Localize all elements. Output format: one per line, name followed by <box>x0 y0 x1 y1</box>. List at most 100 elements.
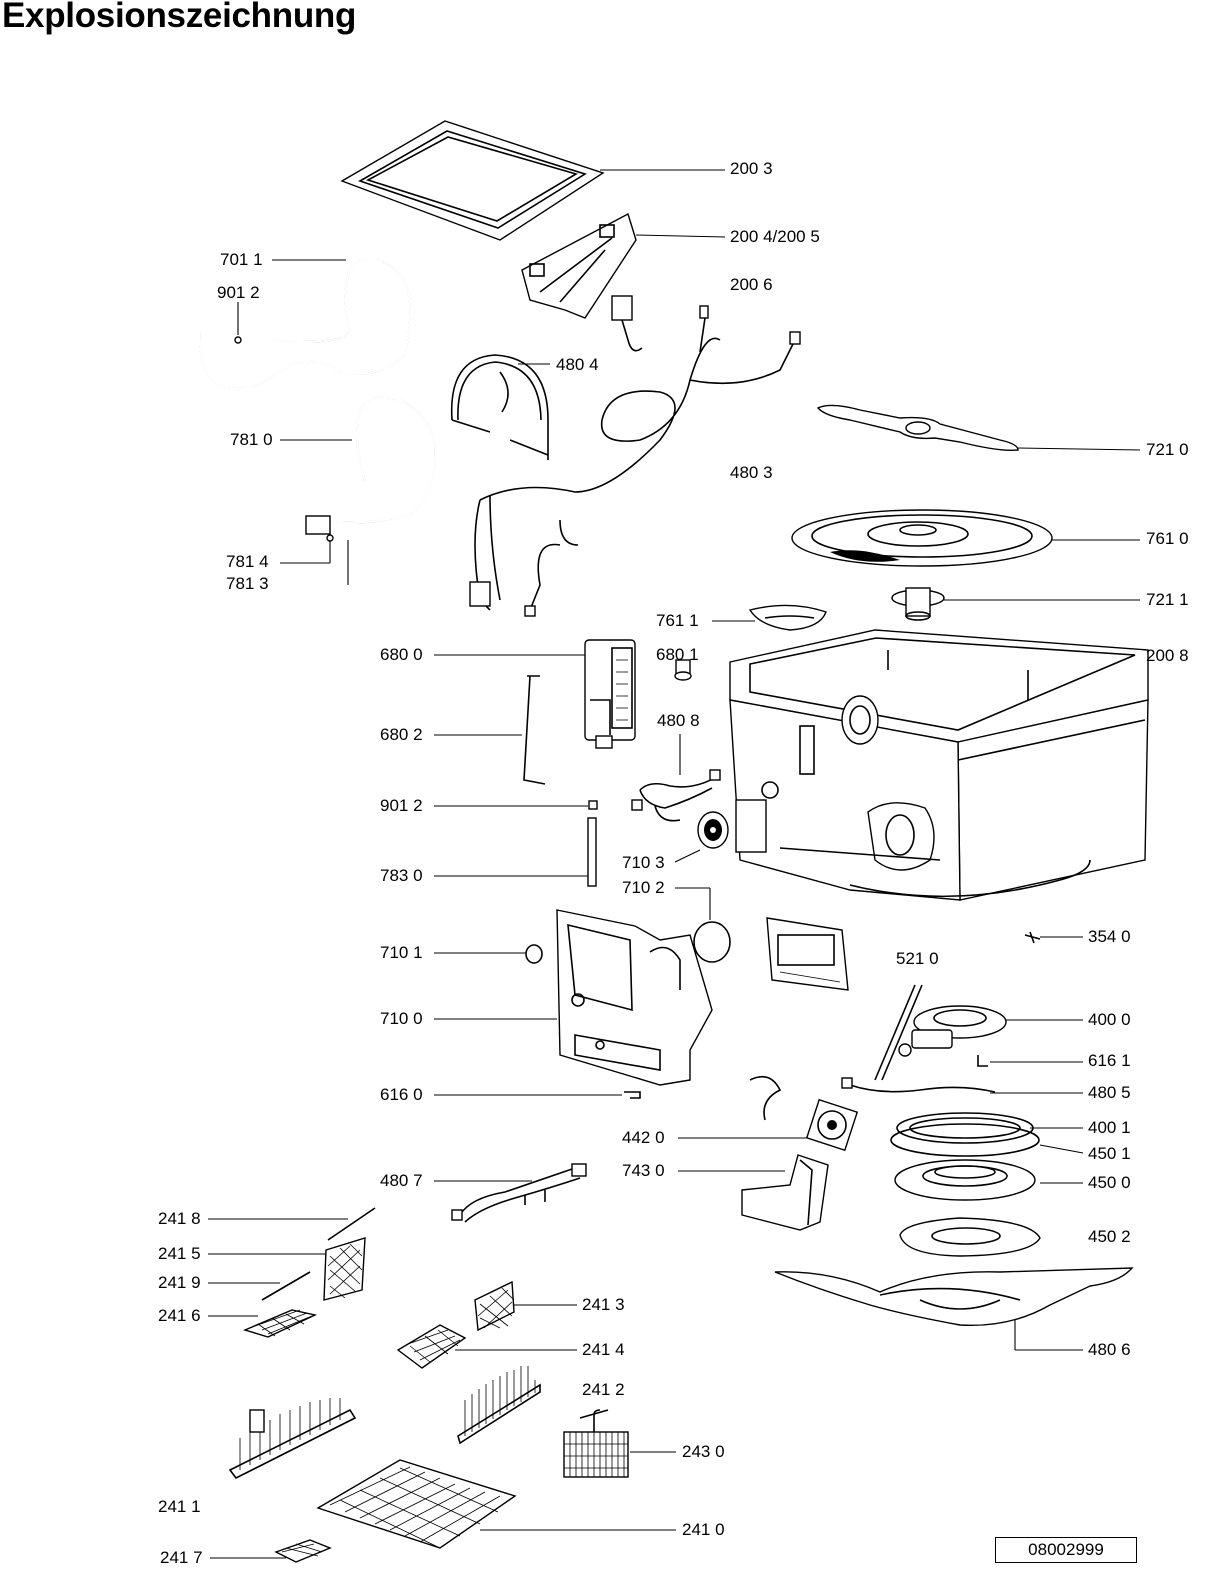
label-2004-2005: 200 4/200 5 <box>730 227 820 246</box>
label-2417: 241 7 <box>160 1548 203 1567</box>
part-loom-4803 <box>469 305 801 617</box>
label-6160: 616 0 <box>380 1085 423 1104</box>
part-duct-7430 <box>741 1154 829 1231</box>
label-5210: 521 0 <box>896 949 939 968</box>
part-basket-2430 <box>563 1409 629 1478</box>
label-4500: 450 0 <box>1088 1173 1131 1192</box>
label-2003: 200 3 <box>730 159 773 178</box>
part-spray-arm-7210 <box>816 404 1019 452</box>
label-2413: 241 3 <box>582 1295 625 1314</box>
label-6161: 616 1 <box>1088 1051 1131 1070</box>
label-2416: 241 6 <box>158 1306 201 1325</box>
part-bracket-2004 <box>521 212 637 319</box>
label-7814: 781 4 <box>226 552 269 571</box>
part-ring-7101 <box>525 944 543 964</box>
label-6801: 680 1 <box>656 645 699 664</box>
label-2415: 241 5 <box>158 1244 201 1263</box>
part-hose-7810 <box>305 396 437 542</box>
label-7100: 710 0 <box>380 1009 423 1028</box>
part-grid-2415 <box>323 1237 366 1301</box>
label-4502: 450 2 <box>1088 1227 1131 1246</box>
reference-number-box: 08002999 <box>995 1537 1137 1563</box>
label-4807: 480 7 <box>380 1171 423 1190</box>
part-clip-9012 <box>588 800 598 810</box>
label-2410: 241 0 <box>682 1520 725 1539</box>
part-grid-2417 <box>274 1539 332 1563</box>
part-bottom-tray-4806 <box>774 1267 1134 1327</box>
part-rail-2419 <box>261 1271 311 1301</box>
part-harness-4807 <box>451 1163 587 1223</box>
label-7430: 743 0 <box>622 1161 665 1180</box>
part-tray-7611 <box>748 604 827 631</box>
part-control-unit-6800 <box>584 639 636 749</box>
part-tub-2008 <box>729 629 1149 901</box>
label-7102: 710 2 <box>622 878 665 897</box>
label-7611: 761 1 <box>656 611 699 630</box>
part-cable-5210 <box>874 984 923 1081</box>
part-panel-7100 <box>556 909 713 1086</box>
label-7210: 721 0 <box>1146 440 1189 459</box>
label-2006: 200 6 <box>730 275 773 294</box>
page-title: Explosionszeichnung <box>2 0 357 35</box>
label-4808: 480 8 <box>657 711 700 730</box>
part-wheel-7103 <box>697 811 729 849</box>
label-2411: 241 1 <box>158 1497 201 1516</box>
label-6800: 680 0 <box>380 645 423 664</box>
part-rack-2411 <box>228 1398 357 1480</box>
part-rack-2412 <box>457 1366 541 1445</box>
label-2412: 241 2 <box>582 1380 625 1399</box>
label-2419: 241 9 <box>158 1273 201 1292</box>
label-4805: 480 5 <box>1088 1083 1131 1102</box>
part-harness-4804 <box>450 354 549 460</box>
part-ring-4500 <box>894 1159 1036 1201</box>
part-hub-7211 <box>891 587 945 621</box>
label-6802: 680 2 <box>380 725 423 744</box>
label-4501: 450 1 <box>1088 1144 1131 1163</box>
label-7103: 710 3 <box>622 853 665 872</box>
label-7810: 781 0 <box>230 430 273 449</box>
label-2008: 200 8 <box>1146 646 1189 665</box>
label-2430: 243 0 <box>682 1442 725 1461</box>
label-7211: 721 1 <box>1146 590 1189 609</box>
part-tube-7830 <box>587 817 597 887</box>
label-9012-lower: 901 2 <box>380 796 423 815</box>
label-2418: 241 8 <box>158 1209 201 1228</box>
part-screw-3540 <box>1024 931 1041 944</box>
label-4420: 442 0 <box>622 1128 665 1147</box>
part-board <box>766 917 849 991</box>
part-gasket-4001 <box>890 1112 1040 1157</box>
part-basket-2410 <box>316 1459 517 1549</box>
label-2414: 241 4 <box>582 1340 625 1359</box>
label-7813: 781 3 <box>226 574 269 593</box>
part-ring-7102 <box>693 921 731 963</box>
part-base-4502 <box>899 1217 1041 1257</box>
label-4000: 400 0 <box>1088 1010 1131 1029</box>
label-7610: 761 0 <box>1146 529 1189 548</box>
label-7830: 783 0 <box>380 866 423 885</box>
part-grid-2416 <box>242 1309 318 1338</box>
part-strip-6802 <box>523 675 546 785</box>
part-bracket-6161 <box>977 1055 988 1067</box>
part-grid-2413 <box>474 1280 515 1332</box>
leader-lines <box>208 169 1141 1559</box>
part-switch-2006 <box>611 295 643 352</box>
label-7011: 701 1 <box>220 250 263 269</box>
label-3540: 354 0 <box>1088 927 1131 946</box>
part-frame-2003 <box>340 120 605 241</box>
part-grid-2414 <box>396 1324 467 1369</box>
part-hose-7011 <box>198 258 412 390</box>
label-4804: 480 4 <box>556 355 599 374</box>
part-rail-2418 <box>327 1207 376 1241</box>
label-4803: 480 3 <box>730 463 773 482</box>
label-4001: 400 1 <box>1088 1118 1131 1137</box>
part-ring-7610 <box>791 509 1053 567</box>
label-7101: 710 1 <box>380 943 423 962</box>
part-pump-4000 <box>898 1005 1007 1057</box>
part-fan-4420 <box>749 1075 859 1152</box>
part-clip-6160 <box>624 1091 641 1099</box>
label-9012-upper: 901 2 <box>217 283 260 302</box>
label-4806: 480 6 <box>1088 1340 1131 1359</box>
part-knob-6801 <box>674 659 692 681</box>
part-cable-4805 <box>841 1077 996 1093</box>
